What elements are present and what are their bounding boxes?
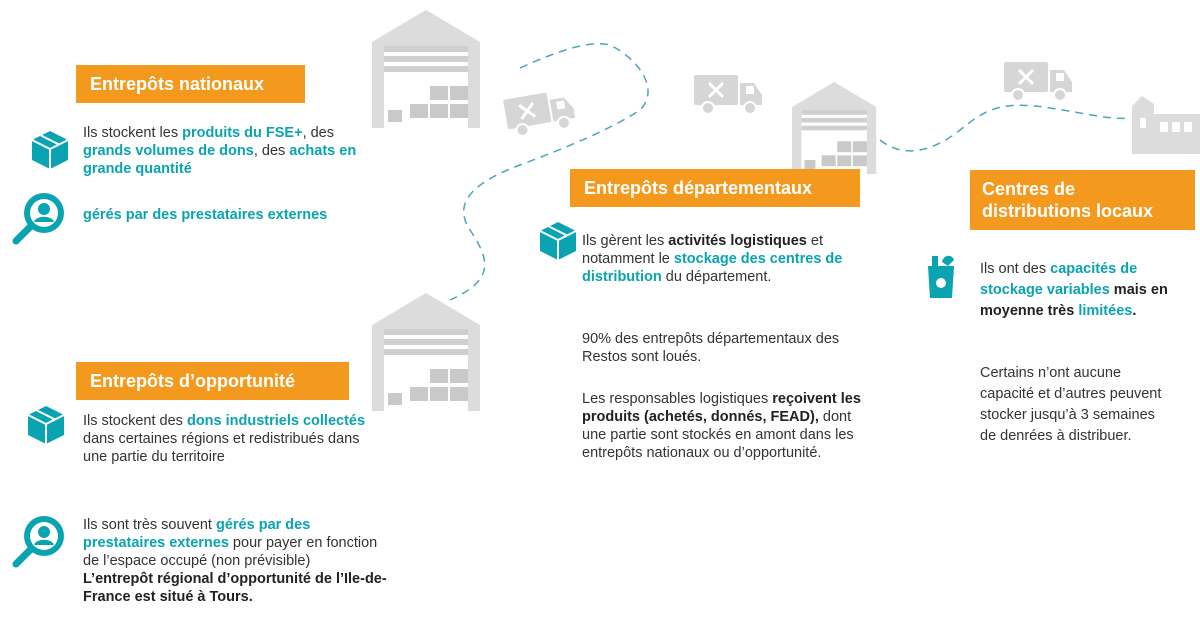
person-magnifier-icon <box>12 193 64 245</box>
text-run: capacités de stockage variables <box>980 261 1138 298</box>
delivery-truck-icon <box>692 73 764 116</box>
text-run: . <box>1132 303 1137 319</box>
section-title-departmental: Entrepôts départementaux <box>570 169 860 207</box>
grocery-bag-icon <box>928 255 954 298</box>
box-icon <box>27 406 65 444</box>
warehouse-icon <box>792 82 877 175</box>
warehouse-icon <box>372 293 480 411</box>
text-run: Ils sont très souvent <box>83 517 216 533</box>
delivery-truck-icon <box>501 86 579 140</box>
text-run: du département. <box>661 269 772 285</box>
section-title-opportunity: Entrepôts d’opportunité <box>76 362 349 400</box>
national-managed: gérés par des prestataires externes <box>83 206 403 224</box>
departmental-responsables: Les responsables logistiques reçoivent l… <box>582 390 862 462</box>
opportunity-note: L’entrepôt régional d’opportunité de l’I… <box>83 571 387 605</box>
text-run: Ils stockent des <box>83 413 187 429</box>
text-run: gérés par des prestataires externes <box>83 517 311 551</box>
text-run: Ils stockent les <box>83 125 183 141</box>
person-magnifier-icon <box>12 516 64 568</box>
departmental-rented: 90% des entrepôts départementaux des Res… <box>582 331 840 365</box>
text-run: gérés par des prestataires externes <box>83 207 328 223</box>
text-run: , des <box>253 143 290 159</box>
factory-icon <box>1132 96 1200 154</box>
delivery-truck-icon <box>1002 60 1074 103</box>
departmental-description: Ils gèrent les activités logistiques et … <box>582 232 872 286</box>
national-description: Ils stockent les produits du FSE+, des g… <box>83 124 383 178</box>
text-run: pour payer en fonction de l’espace occup… <box>83 535 378 569</box>
text-run: produits du FSE+ <box>182 125 303 141</box>
warehouse-icon <box>372 10 480 128</box>
text-run: dont une partie sont stockés en amont da… <box>582 409 854 461</box>
text-run: Ils gèrent les <box>582 233 669 249</box>
text-run: Ils ont des <box>980 261 1051 277</box>
text-run: activités logistiques <box>668 233 807 249</box>
opportunity-managed: Ils sont très souvent gérés par des pres… <box>83 516 393 606</box>
section-title-local: Centres de distributions locaux <box>970 170 1195 230</box>
text-run: dons industriels collectés <box>186 413 366 429</box>
text-run: achats en grande quantité <box>83 143 357 177</box>
text-run: dans certaines régions et redistribués d… <box>83 431 360 465</box>
text-run: limitées <box>1078 303 1133 319</box>
text-run: reçoivent les produits (achetés, donnés,… <box>582 391 861 425</box>
box-icon <box>539 222 577 260</box>
text-run: , des <box>302 125 334 141</box>
local-description: Ils ont des capacités de stockage variab… <box>980 259 1185 322</box>
section-title-national: Entrepôts nationaux <box>76 65 305 103</box>
local-capacity: Certains n’ont aucune capacité et d’autr… <box>980 365 1162 444</box>
opportunity-description: Ils stockent des dons industriels collec… <box>83 412 383 466</box>
box-icon <box>31 131 69 169</box>
text-run: Les responsables logistiques <box>582 391 773 407</box>
text-run: et notamment le <box>582 233 823 267</box>
text-run: grands volumes de dons <box>83 143 254 159</box>
text-run: mais en moyenne très <box>980 282 1168 319</box>
text-run: stockage des centres de distribution <box>582 251 843 285</box>
